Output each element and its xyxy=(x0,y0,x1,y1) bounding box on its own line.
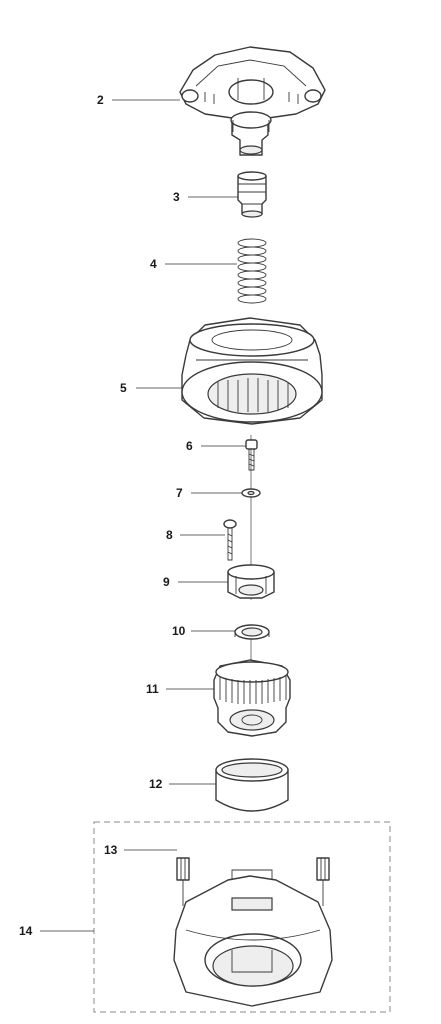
part-7-washer xyxy=(241,488,261,498)
callout-8: 8 xyxy=(166,528,173,542)
kit-outline-box xyxy=(93,821,391,1013)
callout-10: 10 xyxy=(172,624,186,638)
callout-13: 13 xyxy=(104,843,118,857)
callout-5: 5 xyxy=(120,381,127,395)
part-14-bottom-housing xyxy=(173,869,333,1007)
part-2-top-cover xyxy=(179,46,326,156)
part-11-bump-knob xyxy=(213,659,291,737)
part-8-small-screw xyxy=(223,519,237,561)
part-3-bushing xyxy=(237,171,267,218)
callout-7: 7 xyxy=(176,486,183,500)
callout-3: 3 xyxy=(173,190,180,204)
part-10-ring xyxy=(234,624,270,640)
part-4-spring xyxy=(237,238,267,304)
callout-9: 9 xyxy=(163,575,170,589)
part-13-eyelet-left xyxy=(176,857,190,906)
part-12-cap xyxy=(215,758,289,812)
callout-4: 4 xyxy=(150,257,157,271)
callout-6: 6 xyxy=(186,439,193,453)
part-6-screw xyxy=(245,439,258,471)
callout-12: 12 xyxy=(149,777,163,791)
callout-14: 14 xyxy=(19,924,33,938)
callout-11: 11 xyxy=(146,682,159,696)
callout-2: 2 xyxy=(97,93,104,107)
part-5-spool xyxy=(181,317,323,425)
part-13-eyelet-right xyxy=(316,857,330,906)
part-9-eyelet xyxy=(227,564,275,599)
